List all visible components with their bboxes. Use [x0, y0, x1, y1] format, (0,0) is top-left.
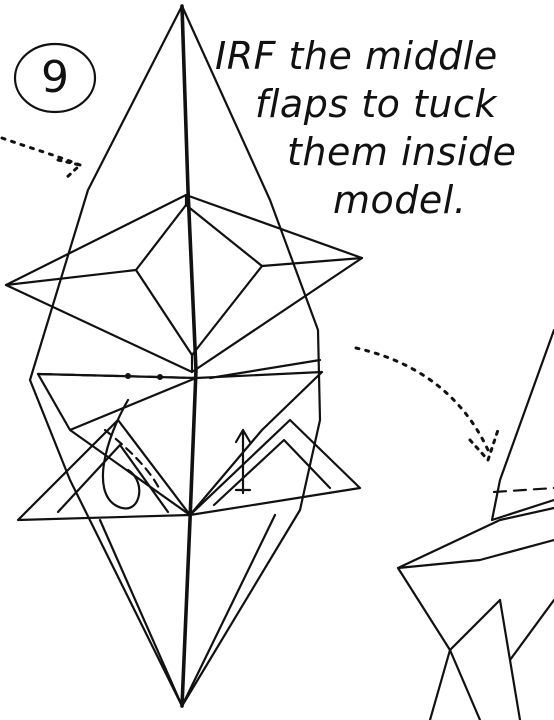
instruction-text: IRF the middle flaps to tuck them inside… — [215, 32, 545, 224]
next-diagram-dashed — [494, 488, 554, 492]
instruction-line-4: model. — [215, 176, 545, 224]
step-badge: 9 — [14, 42, 96, 114]
lower-right-flap — [190, 420, 360, 515]
next-diagram-flap — [398, 508, 554, 650]
middle-left-triangle — [38, 374, 196, 515]
instruction-line-1: IRF the middle — [215, 32, 545, 80]
step-number: 9 — [14, 42, 96, 114]
loop-arrow-icon — [103, 400, 139, 508]
right-dotted-arrow — [356, 348, 488, 450]
center-crease — [182, 6, 196, 706]
instruction-line-2: flaps to tuck — [215, 80, 545, 128]
upper-inner-rhombus — [136, 205, 262, 355]
middle-right-triangle — [190, 360, 322, 515]
right-dotted-arrowhead — [470, 430, 498, 460]
left-dotted-arrowhead — [58, 160, 80, 180]
instruction-line-3: them inside — [215, 128, 545, 176]
next-diagram-lower — [430, 600, 554, 720]
